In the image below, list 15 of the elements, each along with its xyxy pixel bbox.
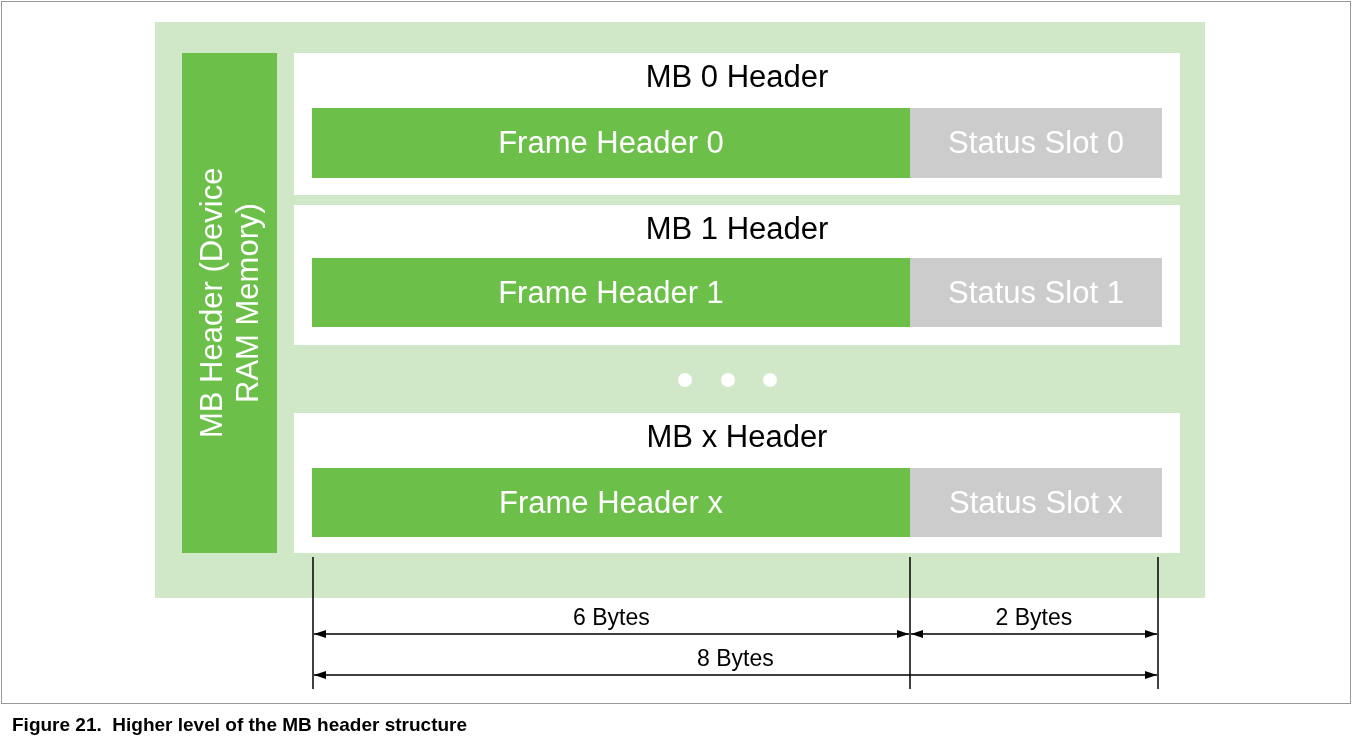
- vertical-header-bar: MB Header (Device RAM Memory): [182, 53, 277, 553]
- header-box: [294, 53, 1180, 195]
- dimension-label: 6 Bytes: [573, 604, 650, 631]
- frame-header-bar: Frame Header x: [312, 468, 910, 537]
- memory-region-panel: [155, 22, 1205, 598]
- dimension-label: 8 Bytes: [697, 645, 774, 672]
- header-title: MB x Header: [646, 419, 828, 455]
- header-box: [294, 413, 1180, 553]
- header-title: MB 0 Header: [645, 59, 829, 95]
- header-title: MB 1 Header: [645, 211, 829, 247]
- frame-header-bar: Frame Header 1: [312, 258, 910, 327]
- figure-caption: Figure 21. Higher level of the MB header structure: [12, 714, 468, 736]
- header-box: [294, 205, 1180, 345]
- frame-header-bar: Frame Header 0: [312, 108, 910, 178]
- dimension-label: 2 Bytes: [995, 604, 1073, 631]
